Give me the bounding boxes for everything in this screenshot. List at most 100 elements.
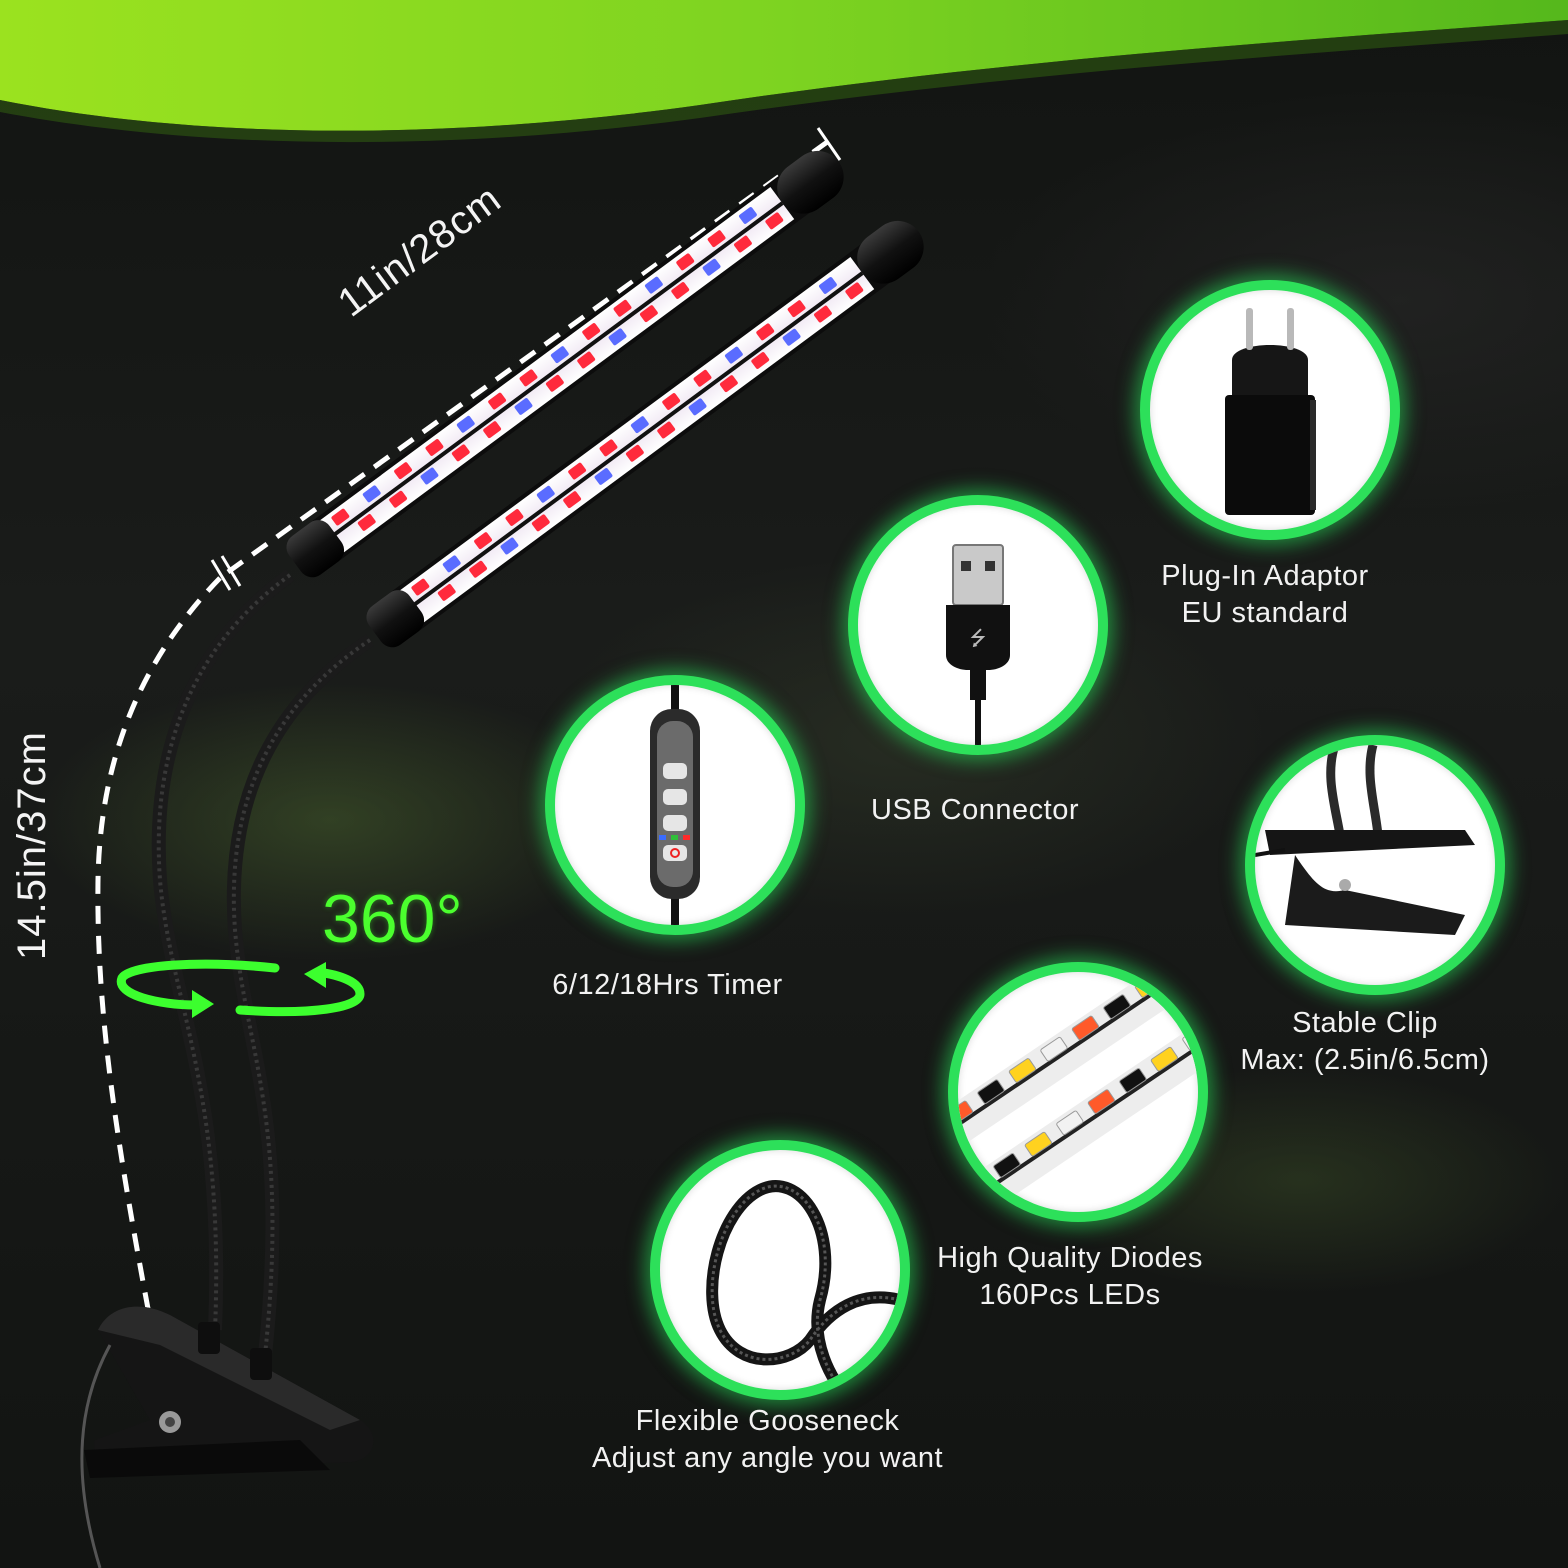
power-icon [663,845,687,861]
led-chip [550,346,569,364]
led-chip [568,462,587,480]
diode-chip [1182,1025,1198,1051]
led-chip [483,421,502,439]
led-chip [782,328,801,346]
led-chip [331,508,350,526]
brightness-icon [663,763,687,779]
adaptor-feature-circle [1140,280,1400,540]
diode-chip [1056,1110,1084,1136]
svg-text:⭍: ⭍ [970,626,987,650]
led-chip [693,369,712,387]
led-chip [702,258,721,276]
timer-controller-icon [650,685,700,925]
diode-chip [1024,1131,1052,1157]
led-chip [756,323,775,341]
light-bar-lower [366,220,924,648]
led-chip [362,485,381,503]
led-chip [657,421,676,439]
led-chip [688,398,707,416]
led-chip [671,282,690,299]
led-chip [545,374,564,392]
led-chip [707,230,726,248]
timer-feature-label: 6/12/18Hrs Timer [552,969,783,1001]
diodes-feature-circle [948,962,1208,1222]
clip-feature-label: Stable Clip Max: (2.5in/6.5cm) [1240,1007,1490,1076]
diodes-feature-label: High Quality Diodes 160Pcs LEDs [937,1242,1203,1311]
rotation-arrows-icon [116,959,365,1018]
led-chip [599,439,618,457]
led-chip [814,305,832,323]
usb-connector-icon: ⭍ [946,544,1010,745]
eu-plug-adaptor-icon [1225,308,1316,515]
led-chip [505,509,524,526]
led-chip [469,560,487,578]
led-chip [488,392,507,410]
led-chip [819,277,837,294]
led-chip [751,352,770,369]
diode-chip [958,1100,973,1126]
clock-icon [663,815,687,831]
led-chip [420,467,439,485]
led-chip [442,555,461,573]
mode-icon [663,789,687,805]
light-bar-upper [286,150,844,578]
led-chip [456,415,475,433]
led-chip [577,351,596,369]
diode-chip [977,1079,1005,1104]
led-chip [519,369,538,387]
led-chip [451,444,470,462]
led-chip [639,305,658,323]
gooseneck-feature-circle [650,1140,910,1400]
length-dimension-line [210,127,842,591]
led-chip [724,346,743,364]
diode-chip [1087,1089,1115,1114]
led-chip [608,328,627,346]
led-chip [630,416,649,434]
height-dimension-label: 14.5in/37cm [10,731,54,960]
led-chip [394,462,412,480]
adaptor-feature-label: Plug-In Adaptor EU standard [1161,560,1369,629]
led-chip [594,468,613,485]
diode-chip [1150,1046,1178,1072]
gooseneck-feature-label: Flexible Gooseneck Adjust any angle you … [591,1405,944,1474]
diode-chip [1134,973,1163,998]
led-chip [613,299,632,317]
led-strip-icon [958,972,1198,1212]
led-chip [787,300,806,318]
gooseneck-arms [151,569,374,1356]
led-chip [739,207,757,224]
diode-chip [993,1153,1021,1178]
led-chip [389,490,407,508]
led-chip [719,375,738,393]
desk-clip-icon [1255,745,1475,935]
led-chip [644,276,663,294]
clip-feature-circle [1245,735,1505,995]
led-chip [425,439,444,456]
led-chip [474,532,492,550]
led-chip [500,537,519,555]
led-chip [765,212,784,230]
led-chip [563,491,582,509]
diode-chip [1071,1015,1100,1041]
diode-chip [1103,994,1131,1019]
led-chip [582,323,601,340]
lamp-clip-base [80,1306,374,1568]
led-chip [676,253,695,271]
diode-chip [961,1174,989,1199]
led-chip [734,235,752,253]
gooseneck-icon [706,1180,900,1390]
timer-feature-circle [545,675,805,935]
led-chip [437,584,456,601]
height-dimension-line [95,576,222,1336]
led-chip [662,393,681,410]
led-chip [625,444,644,462]
led-chip [845,282,864,300]
usb-feature-label: USB Connector [871,794,1079,826]
diode-chip [1119,1068,1147,1093]
led-chip [357,514,376,531]
led-chip [531,514,550,532]
diode-chip [1008,1058,1036,1083]
led-chip [411,578,430,596]
green-banner [0,0,1568,143]
